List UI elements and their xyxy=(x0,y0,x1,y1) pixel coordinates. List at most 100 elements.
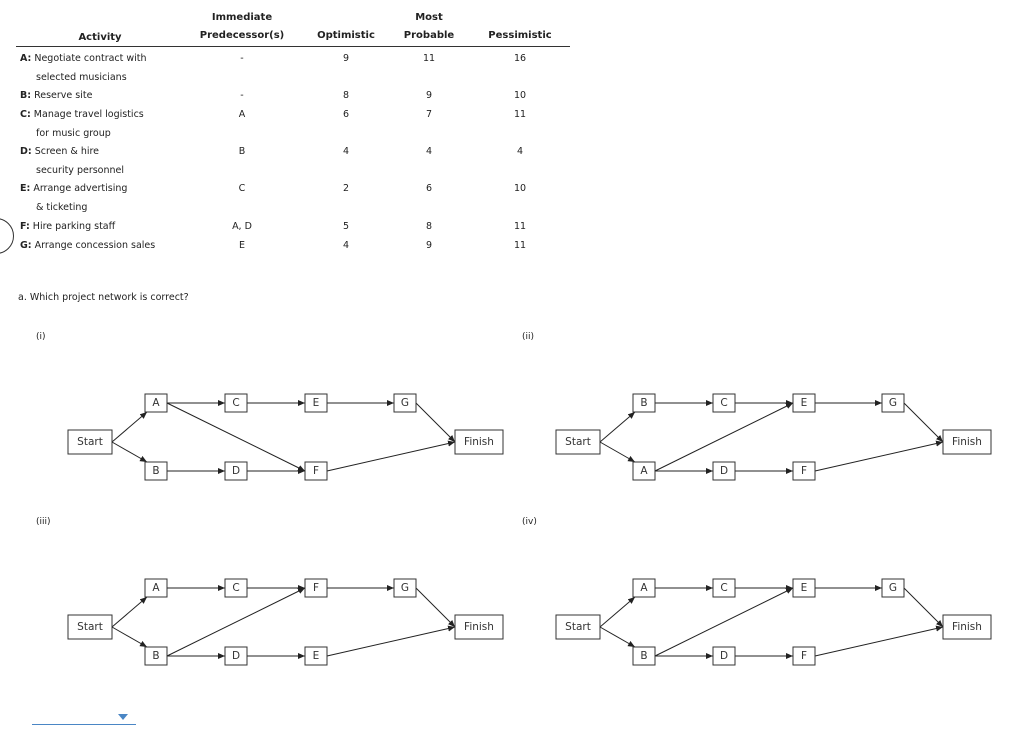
answer-dropdown[interactable] xyxy=(32,712,136,725)
probable-cell: 9 xyxy=(425,90,433,101)
predecessor-cell: A xyxy=(238,109,246,120)
start-node-label: Start xyxy=(565,621,591,633)
activity-desc-line1: Arrange advertising xyxy=(30,183,128,194)
header-predecessor-line1: Immediate xyxy=(211,12,273,23)
optimistic-cell: 4 xyxy=(342,240,350,251)
dependency-arrow xyxy=(111,626,148,648)
activity-node xyxy=(304,461,328,481)
activity-node xyxy=(304,646,328,666)
header-most-line2: Probable xyxy=(403,30,455,41)
start-node xyxy=(555,429,601,455)
activity-node-label: D xyxy=(720,465,728,477)
finish-node-label: Finish xyxy=(464,436,494,448)
activity-node xyxy=(792,578,816,598)
activity-desc-line2: security personnel xyxy=(36,165,125,176)
finish-node-label: Finish xyxy=(952,621,982,633)
dependency-arrow xyxy=(415,587,456,628)
finish-node xyxy=(942,429,992,455)
activity-node xyxy=(144,578,168,598)
activity-node-label: E xyxy=(801,397,808,409)
activity-desc-line1: Hire parking staff xyxy=(29,221,116,232)
finish-node-label: Finish xyxy=(464,621,494,633)
activity-node xyxy=(224,393,248,413)
activity-name: C: Manage travel logistics xyxy=(20,109,144,120)
optimistic-cell: 8 xyxy=(342,90,350,101)
activity-node-label: D xyxy=(232,650,240,662)
network-label-iii: (iii) xyxy=(36,517,51,527)
activity-id: G: xyxy=(20,240,32,251)
dependency-arrow xyxy=(166,587,306,657)
activity-node-label: B xyxy=(640,650,647,662)
activity-node-label: C xyxy=(720,582,727,594)
activity-node-label: G xyxy=(401,397,409,409)
dependency-arrow xyxy=(654,402,794,472)
header-pessimistic: Pessimistic xyxy=(488,30,552,41)
network-label-iv: (iv) xyxy=(522,517,537,527)
activity-id: E: xyxy=(20,183,31,194)
activity-desc-line1: Arrange concession sales xyxy=(31,240,156,251)
activity-name: B: Reserve site xyxy=(20,90,92,101)
activity-node xyxy=(792,646,816,666)
probable-cell: 4 xyxy=(425,146,433,157)
header-predecessor-line2: Predecessor(s) xyxy=(199,30,285,41)
pessimistic-cell: 11 xyxy=(513,109,527,120)
activity-node-label: C xyxy=(232,582,239,594)
start-node-label: Start xyxy=(77,436,103,448)
dependency-arrow xyxy=(599,441,636,463)
start-node xyxy=(67,429,113,455)
activity-desc-line1: Screen & hire xyxy=(31,146,100,157)
activity-name: F: Hire parking staff xyxy=(20,221,115,232)
activity-node xyxy=(393,578,417,598)
activity-name: D: Screen & hire xyxy=(20,146,99,157)
activity-node-label: B xyxy=(152,650,159,662)
activity-node xyxy=(792,461,816,481)
start-node xyxy=(67,614,113,640)
activity-desc-line1: Negotiate contract with xyxy=(31,53,147,64)
activity-node-label: C xyxy=(720,397,727,409)
header-activity: Activity xyxy=(78,32,122,43)
predecessor-cell: E xyxy=(238,240,245,251)
activity-node xyxy=(632,461,656,481)
finish-node xyxy=(454,614,504,640)
header-most-line1: Most xyxy=(415,12,443,23)
finish-node xyxy=(942,614,992,640)
dependency-arrow xyxy=(599,626,636,648)
finish-node-label: Finish xyxy=(952,436,982,448)
activity-node xyxy=(632,393,656,413)
activity-desc-line2: selected musicians xyxy=(36,72,127,83)
activity-node xyxy=(881,578,905,598)
predecessor-cell: B xyxy=(238,146,246,157)
activity-name: E: Arrange advertising xyxy=(20,183,127,194)
dependency-arrow xyxy=(654,587,794,657)
activity-node xyxy=(144,461,168,481)
header-rule xyxy=(16,46,570,47)
probable-cell: 7 xyxy=(425,109,433,120)
activity-node-label: F xyxy=(313,582,319,594)
dependency-arrow xyxy=(814,625,944,657)
dependency-arrow xyxy=(814,440,944,472)
activity-node-label: C xyxy=(232,397,239,409)
pessimistic-cell: 11 xyxy=(513,240,527,251)
predecessor-cell: - xyxy=(240,53,244,64)
activity-node xyxy=(144,393,168,413)
dependency-arrow xyxy=(166,402,306,472)
activity-node-label: E xyxy=(313,650,320,662)
activity-node xyxy=(224,646,248,666)
activity-node xyxy=(712,646,736,666)
dependency-arrow xyxy=(326,440,456,472)
activity-node xyxy=(224,578,248,598)
finish-node xyxy=(454,429,504,455)
activity-node xyxy=(632,578,656,598)
chevron-down-icon[interactable] xyxy=(118,714,128,720)
predecessor-cell: C xyxy=(238,183,246,194)
activity-node-label: G xyxy=(889,582,897,594)
activity-node-label: E xyxy=(313,397,320,409)
activity-node xyxy=(304,393,328,413)
dependency-arrow xyxy=(415,402,456,443)
activity-id: D: xyxy=(20,146,32,157)
header-optimistic: Optimistic xyxy=(317,30,375,41)
activity-node-label: A xyxy=(152,582,160,594)
activity-node xyxy=(881,393,905,413)
activity-desc-line2: for music group xyxy=(36,128,111,139)
